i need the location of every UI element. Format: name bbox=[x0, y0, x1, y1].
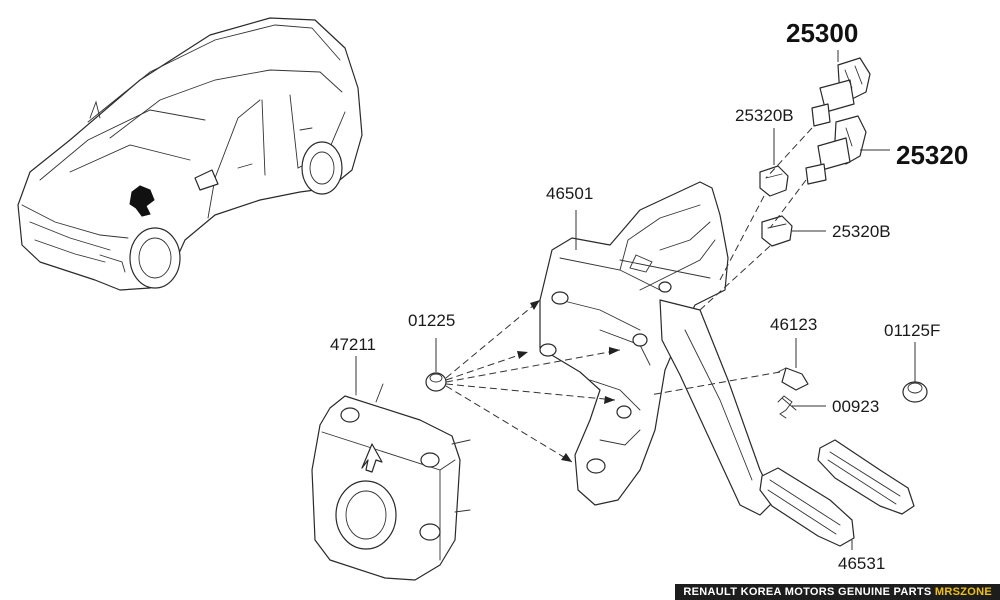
part-47211-adapter bbox=[311, 367, 471, 581]
label-25300: 25300 bbox=[786, 18, 859, 48]
part-00923-clip bbox=[777, 395, 797, 419]
part-25320b-clip-bottom bbox=[761, 215, 793, 247]
direction-arrow-icon bbox=[361, 443, 383, 473]
footer-brand: MRSZONE bbox=[934, 586, 992, 598]
label-46531: 46531 bbox=[838, 554, 886, 573]
assembly-dash-lines bbox=[445, 127, 813, 463]
part-pedal-arms bbox=[659, 299, 776, 516]
label-46501: 46501 bbox=[546, 184, 594, 203]
part-25320-switch bbox=[805, 115, 867, 185]
label-25320: 25320 bbox=[896, 140, 969, 170]
part-46531-pedal-pad bbox=[759, 439, 915, 547]
assembly-arrowheads bbox=[517, 300, 620, 462]
label-25320b-top: 25320B bbox=[735, 106, 794, 125]
label-25320b-bottom: 25320B bbox=[832, 222, 891, 241]
footer-watermark: RENAULT KOREA MOTORS GENUINE PARTS MRSZO… bbox=[675, 584, 1000, 600]
part-25300-switch bbox=[811, 57, 871, 127]
leader-lines bbox=[355, 50, 916, 550]
label-46123: 46123 bbox=[770, 315, 818, 334]
label-01225: 01225 bbox=[408, 311, 456, 330]
part-25320b-clip-top bbox=[759, 165, 789, 197]
part-46501-pedal-bracket bbox=[539, 181, 729, 506]
part-01125f-nut bbox=[902, 381, 928, 403]
footer-text: RENAULT KOREA MOTORS GENUINE PARTS bbox=[683, 586, 932, 598]
label-47211: 47211 bbox=[330, 335, 377, 354]
part-01225-bushing bbox=[425, 372, 447, 392]
vehicle-locator-illustration bbox=[17, 17, 363, 291]
label-01125f: 01125F bbox=[884, 321, 941, 340]
part-46123-pin bbox=[777, 367, 809, 391]
label-00923: 00923 bbox=[832, 397, 880, 416]
location-highlight-icon bbox=[129, 185, 155, 217]
